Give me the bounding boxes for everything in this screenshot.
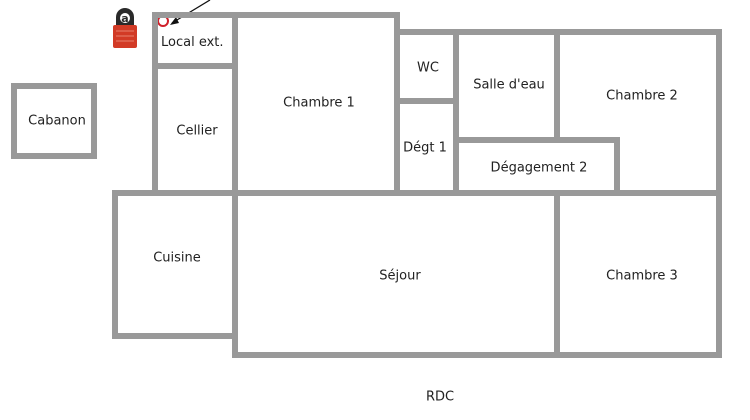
wall — [394, 98, 459, 104]
wall — [152, 12, 399, 18]
room-label-degagement-2: Dégagement 2 — [490, 160, 588, 176]
wall — [112, 190, 722, 196]
wall — [554, 190, 560, 358]
level-label: RDC — [425, 389, 455, 405]
wall — [11, 153, 97, 159]
room-label-cuisine: Cuisine — [153, 250, 201, 266]
wall — [112, 333, 238, 339]
room-label-chambre-2: Chambre 2 — [606, 88, 678, 104]
wall — [614, 137, 620, 194]
room-label-cellier: Cellier — [176, 123, 218, 139]
wall — [11, 83, 97, 89]
wall — [232, 12, 238, 358]
wall — [112, 190, 118, 339]
wall — [554, 29, 560, 141]
wall — [232, 352, 722, 358]
room-label-sejour: Séjour — [379, 268, 421, 284]
wall — [453, 137, 620, 143]
room-label-chambre-3: Chambre 3 — [606, 268, 678, 284]
room-label-salle-deau: Salle d'eau — [473, 77, 545, 93]
room-label-chambre-1: Chambre 1 — [283, 95, 355, 111]
room-label-wc: WC — [417, 60, 439, 76]
wall — [91, 83, 97, 159]
svg-text:a: a — [121, 12, 128, 25]
wall — [453, 29, 459, 194]
wall — [11, 83, 17, 159]
room-label-degt-1: Dégt 1 — [403, 140, 447, 156]
room-label-local-ext: Local ext. — [161, 35, 224, 50]
room-label-cabanon: Cabanon — [28, 113, 86, 129]
wall — [152, 63, 238, 69]
wall — [152, 12, 158, 194]
padlock-a-logo-icon: a — [113, 8, 137, 48]
